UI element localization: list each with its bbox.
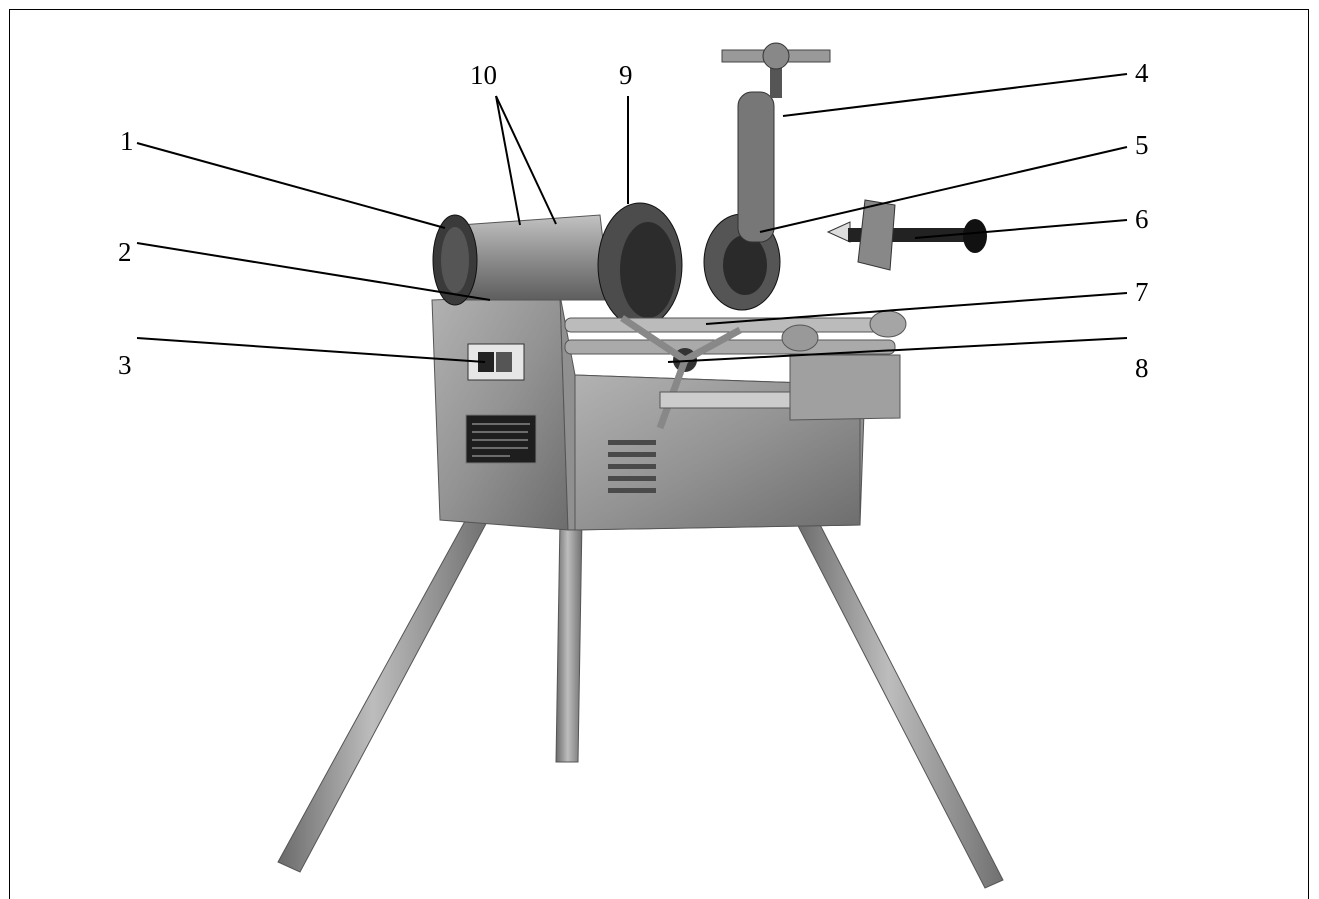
motor-cylinder [432,214,611,306]
leader-7 [705,292,1128,325]
carriage-rails [564,310,907,355]
callout-9: 9 [619,60,633,90]
callout-10: 10 [470,60,497,90]
reamer [826,199,987,271]
nameplate [465,414,537,464]
front-chuck [597,202,683,328]
leader-10b [495,95,557,225]
leader-3 [136,337,486,363]
leader-1 [136,142,446,229]
callout-6: 6 [1135,204,1149,234]
leader-6 [914,219,1128,239]
machine-housing [431,294,866,531]
pipe-cutter [721,42,831,243]
switch-button-right [496,352,512,372]
leader-10a [495,95,521,226]
leader-4 [782,73,1128,117]
callout-5: 5 [1135,130,1149,160]
leader-8 [667,337,1128,363]
callout-3: 3 [118,350,132,380]
nameplate-text-lines [472,423,530,457]
ventilation-slots [608,440,656,493]
callout-2: 2 [118,237,132,267]
callout-8: 8 [1135,353,1149,383]
leader-5 [759,146,1128,233]
oil-tray [659,354,901,421]
leader-lines [136,73,1128,363]
switch-button-left [478,352,494,372]
tripod-legs [277,511,1004,889]
callout-1: 1 [120,126,134,156]
callout-7: 7 [1135,277,1149,307]
callout-4: 4 [1135,58,1149,88]
leader-2 [136,242,491,301]
figure-frame [9,9,1309,899]
